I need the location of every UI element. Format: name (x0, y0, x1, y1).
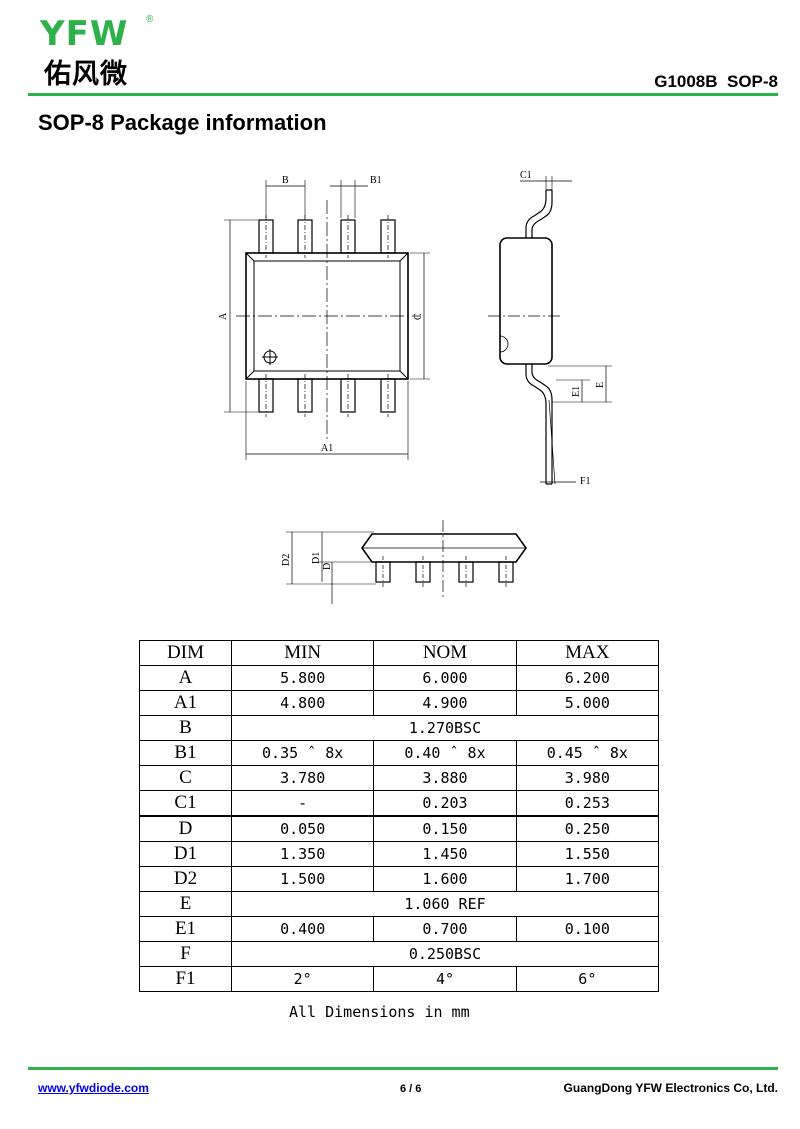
dim-cell: B (139, 715, 232, 741)
label-D1: D1 (311, 552, 322, 564)
header-dim: DIM (139, 640, 232, 666)
min-cell: 3.780 (230, 765, 375, 791)
dim-cell: E (139, 891, 232, 917)
max-cell: 0.250 (515, 815, 660, 842)
nom-cell: 1.450 (373, 841, 517, 867)
nom-cell: 4.900 (373, 690, 517, 716)
dim-cell: E1 (139, 916, 232, 942)
nom-cell: 6.000 (373, 665, 517, 691)
dim-cell: F1 (139, 966, 232, 992)
front-view: D2 D1 D (281, 520, 527, 604)
min-cell: 2° (230, 966, 375, 992)
nom-cell: 3.880 (373, 765, 517, 791)
dim-cell: C (139, 765, 232, 791)
max-cell: 5.000 (515, 690, 660, 716)
website-link[interactable]: www.yfwdiode.com (38, 1081, 149, 1095)
package-outline-drawing: B B1 A C A1 C1 (218, 170, 612, 604)
dim-cell: D (139, 815, 232, 842)
dim-cell: A (139, 665, 232, 691)
label-B1: B1 (370, 175, 382, 186)
label-F1: F1 (580, 476, 591, 487)
dim-cell: C1 (139, 790, 232, 817)
registered-mark: ® (146, 14, 154, 25)
max-cell: 0.100 (515, 916, 660, 942)
label-A1: A1 (321, 443, 333, 454)
company-logo: YFW ® 佑风微 (40, 14, 160, 94)
header-nom: NOM (373, 640, 517, 666)
nom-cell: 0.40 ˆ 8x (373, 740, 517, 766)
footer-rule (28, 1067, 778, 1070)
max-cell: 0.45 ˆ 8x (515, 740, 660, 766)
page-heading: SOP-8 Package information (38, 110, 327, 135)
max-cell: 1.700 (515, 866, 660, 892)
header-rule (28, 93, 778, 96)
nom-cell: 0.700 (373, 916, 517, 942)
dim-cell: B1 (139, 740, 232, 766)
label-C1: C1 (520, 170, 532, 181)
company-name: GuangDong YFW Electronics Co, Ltd. (563, 1081, 778, 1095)
min-cell: - (230, 790, 375, 817)
max-cell: 1.550 (515, 841, 660, 867)
page-number: 6 / 6 (400, 1083, 422, 1095)
label-B: B (282, 175, 289, 186)
document-title: G1008B SOP-8 (654, 72, 778, 91)
label-A: A (218, 312, 229, 320)
label-E: E (595, 382, 606, 388)
label-D2: D2 (281, 554, 292, 566)
min-cell: 0.050 (230, 815, 375, 842)
units-note: All Dimensions in mm (289, 1003, 470, 1021)
value-span-cell: 1.060 REF (231, 891, 659, 917)
top-view: B B1 A C A1 (218, 175, 430, 460)
dim-cell: D2 (139, 866, 232, 892)
dim-cell: A1 (139, 690, 232, 716)
max-cell: 3.980 (515, 765, 660, 791)
min-cell: 0.400 (230, 916, 375, 942)
min-cell: 1.350 (230, 841, 375, 867)
value-span-cell: 1.270BSC (231, 715, 659, 741)
nom-cell: 1.600 (373, 866, 517, 892)
header-min: MIN (230, 640, 375, 666)
nom-cell: 0.203 (373, 790, 517, 817)
side-view: C1 E E1 F1 (488, 170, 612, 487)
min-cell: 5.800 (230, 665, 375, 691)
nom-cell: 0.150 (373, 815, 517, 842)
logo-letters: YFW (40, 14, 129, 54)
logo-chinese-name: 佑风微 (44, 59, 128, 90)
label-E1: E1 (571, 386, 582, 397)
min-cell: 4.800 (230, 690, 375, 716)
value-span-cell: 0.250BSC (231, 941, 659, 967)
max-cell: 6.200 (515, 665, 660, 691)
min-cell: 0.35 ˆ 8x (230, 740, 375, 766)
label-D: D (322, 563, 333, 570)
min-cell: 1.500 (230, 866, 375, 892)
label-C: C (413, 313, 424, 320)
nom-cell: 4° (373, 966, 517, 992)
table-header-row: DIM MIN NOM MAX (139, 640, 660, 666)
dim-cell: F (139, 941, 232, 967)
max-cell: 6° (515, 966, 660, 992)
header-max: MAX (515, 640, 660, 666)
max-cell: 0.253 (515, 790, 660, 817)
dim-cell: D1 (139, 841, 232, 867)
